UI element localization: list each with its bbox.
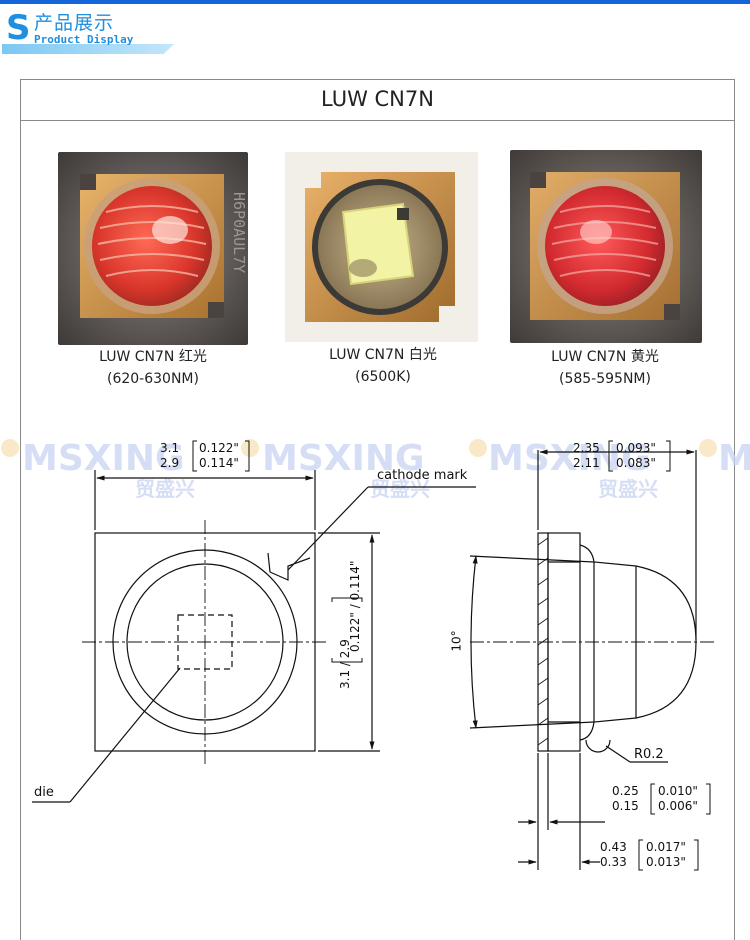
top-height-in: 0.122" / 0.114" <box>348 560 362 652</box>
watermark-text-4: MSXING <box>718 438 750 479</box>
header-underline-bar <box>2 44 174 54</box>
caption-red: LUW CN7N 红光 (620-630NM) <box>48 346 258 390</box>
product-photo-white <box>285 152 478 342</box>
radius-arc <box>585 739 611 753</box>
caption-amber-name: LUW CN7N 黄光 <box>551 349 659 365</box>
top-width-mm-min: 2.9 <box>160 456 180 470</box>
side-view-substrate <box>547 532 581 752</box>
watermark-text-1: MSXING <box>22 438 185 479</box>
radius-label: R0.2 <box>634 747 664 762</box>
product-panel: LUW CN7N <box>20 79 735 940</box>
caption-white: LUW CN7N 白光 (6500K) <box>278 344 488 388</box>
top-width-mm-max: 3.1 <box>160 441 180 455</box>
caption-amber: LUW CN7N 黄光 (585-595NM) <box>500 346 710 390</box>
cathode-mark-notch <box>267 552 311 581</box>
top-height-in-dimension: 0.122" / 0.114" <box>340 561 370 652</box>
panel-title-row: LUW CN7N <box>21 80 734 121</box>
substrate-thickness-mm-max: 0.43 <box>600 840 627 854</box>
side-width-in-max: 0.093" <box>616 441 656 455</box>
caption-amber-spec: (585-595NM) <box>559 371 651 387</box>
side-width-mm-max: 2.35 <box>573 441 600 455</box>
watermark-cn-3: 贸盛兴 <box>598 477 658 498</box>
caption-red-spec: (620-630NM) <box>107 371 199 387</box>
watermark-text-2: MSXING <box>262 438 425 479</box>
header-letter: S <box>6 8 31 48</box>
section-header: S 产品展示 Product Display <box>0 6 190 54</box>
base-thickness-mm-max: 0.25 <box>612 784 639 798</box>
panel-title: LUW CN7N <box>321 87 434 111</box>
substrate-thickness-in-max: 0.017" <box>646 840 686 854</box>
top-width-in-max: 0.122" <box>199 441 239 455</box>
top-width-in-min: 0.114" <box>199 456 239 470</box>
red-led-image: H6P0AUL7Y <box>58 152 248 345</box>
watermark: MSXING MSXING MSXING MSXING 贸盛兴 贸盛兴 贸盛兴 <box>1 438 750 498</box>
substrate-thickness-in-min: 0.013" <box>646 855 686 869</box>
caption-red-name: LUW CN7N 红光 <box>99 349 207 365</box>
side-width-in-min: 0.083" <box>616 456 656 470</box>
side-view-dome <box>579 544 697 741</box>
base-thickness-mm-min: 0.15 <box>612 799 639 813</box>
caption-white-spec: (6500K) <box>355 369 411 385</box>
substrate-thickness-mm-min: 0.33 <box>600 855 627 869</box>
top-accent-line <box>0 0 750 4</box>
header-title-en: Product Display <box>34 33 134 46</box>
caption-white-name: LUW CN7N 白光 <box>329 347 437 363</box>
base-thickness-in-max: 0.010" <box>658 784 698 798</box>
watermark-text-3: MSXING <box>488 438 651 479</box>
cathode-mark-label: cathode mark <box>377 468 468 483</box>
product-photo-amber <box>510 150 702 343</box>
side-width-mm-min: 2.11 <box>573 456 600 470</box>
die-label: die <box>34 785 54 800</box>
product-photo-red: H6P0AUL7Y <box>58 152 248 345</box>
header-title-cn: 产品展示 <box>34 12 115 34</box>
watermark-cn-1: 贸盛兴 <box>135 477 195 498</box>
amber-led-image <box>510 150 702 343</box>
svg-text:H6P0AUL7Y: H6P0AUL7Y <box>230 192 248 273</box>
white-led-image <box>285 152 478 342</box>
angle-label: 10° <box>449 630 464 652</box>
base-thickness-in-min: 0.006" <box>658 799 698 813</box>
